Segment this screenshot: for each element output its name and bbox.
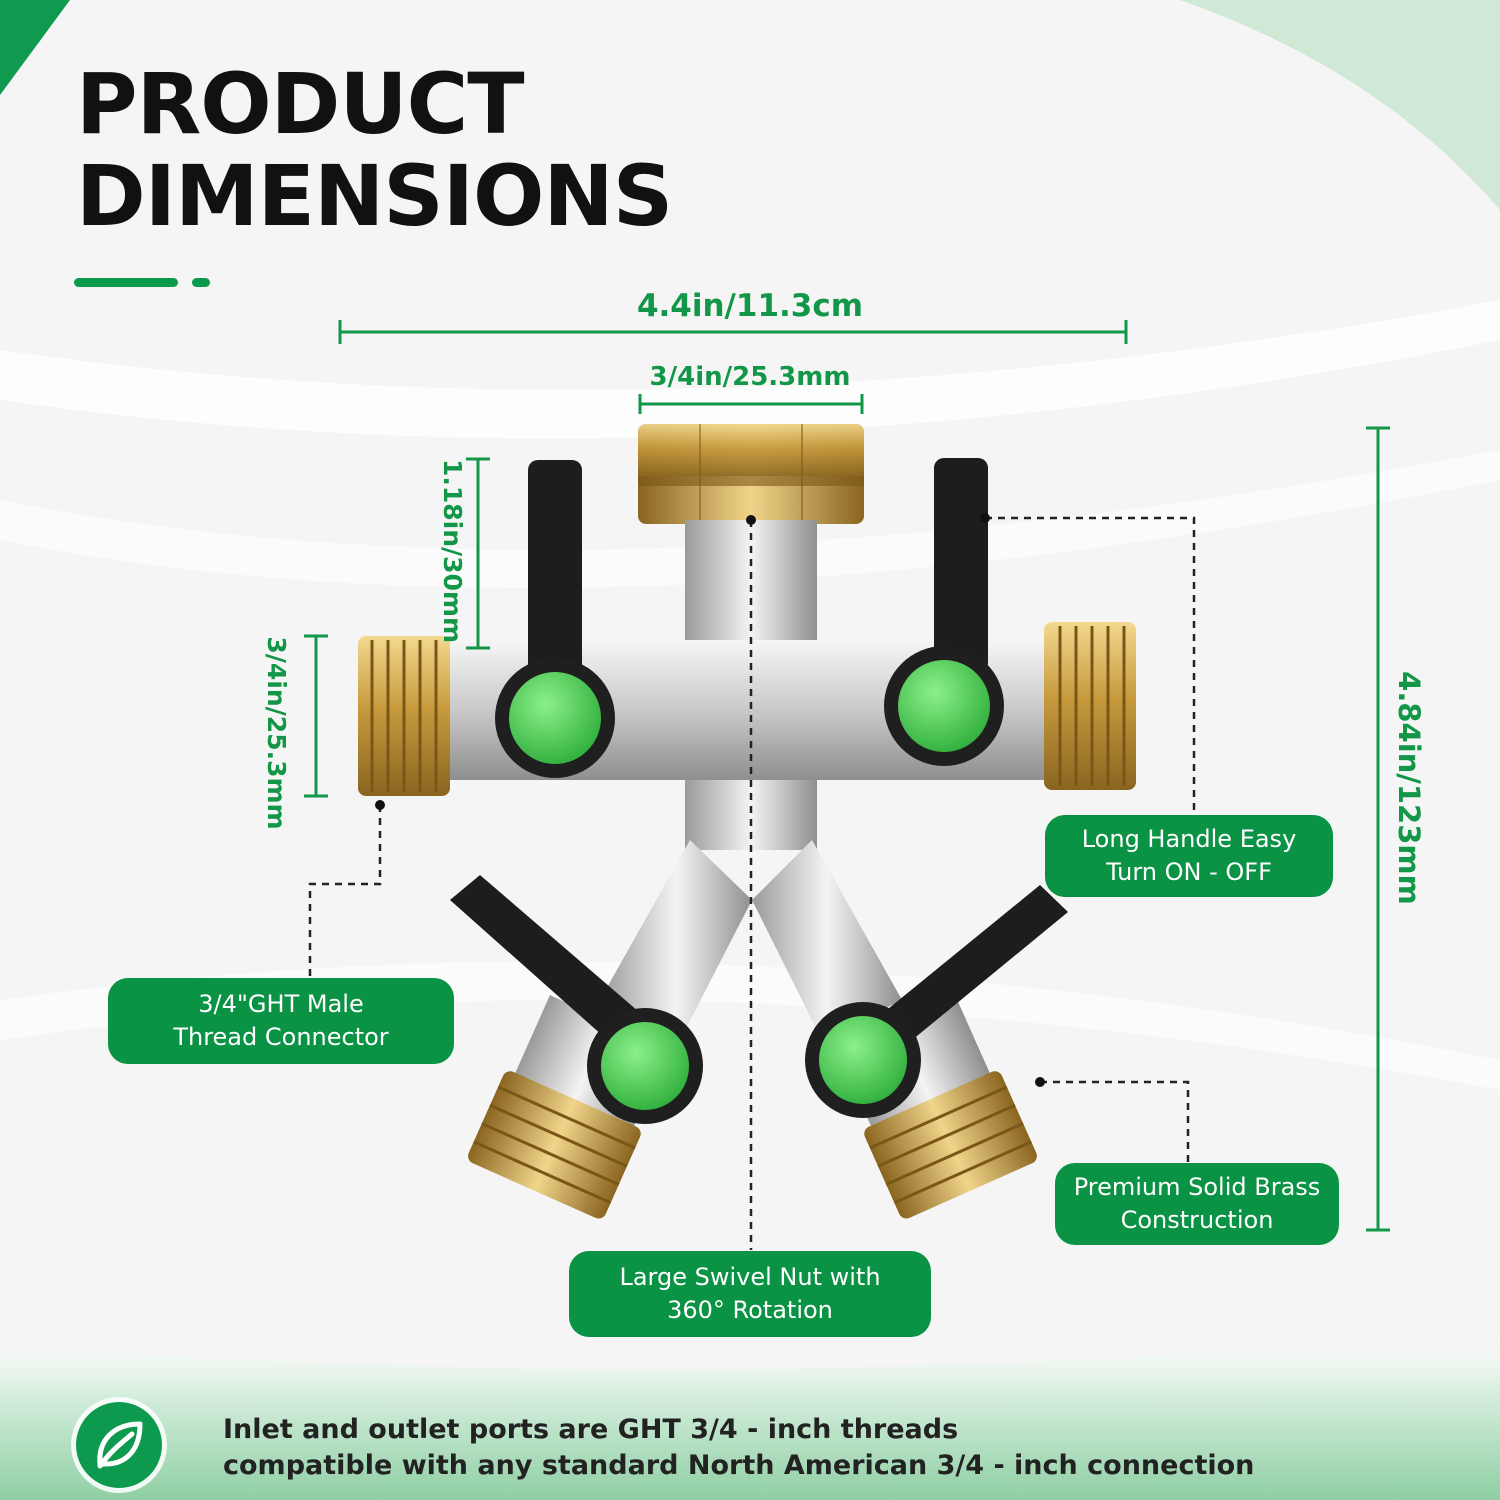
callout-solid-brass: Premium Solid Brass Construction (1055, 1163, 1339, 1245)
callout-long-handle: Long Handle Easy Turn ON - OFF (1045, 815, 1333, 897)
compatibility-note-line1: Inlet and outlet ports are GHT 3/4 - inc… (223, 1414, 959, 1445)
handle-length-label: 1.18in/30mm (438, 458, 467, 644)
callout-solid-brass-line2: Construction (1120, 1206, 1274, 1234)
inlet-width-label: 3/4in/25.3mm (649, 362, 851, 392)
compatibility-note-line2: compatible with any standard North Ameri… (223, 1450, 1255, 1481)
outlet-diameter-label: 3/4in/25.3mm (262, 636, 291, 830)
title-line-1: PRODUCT (76, 55, 525, 153)
title-line-2: DIMENSIONS (76, 147, 673, 245)
overall-height-label: 4.84in/123mm (1392, 671, 1426, 905)
callout-male-thread-line2: Thread Connector (173, 1023, 389, 1051)
callout-swivel-nut-line2: 360° Rotation (667, 1296, 833, 1324)
callout-long-handle-line1: Long Handle Easy (1081, 825, 1297, 853)
callout-solid-brass-line1: Premium Solid Brass (1073, 1173, 1321, 1201)
leaf-icon (76, 1402, 162, 1488)
overall-width-label: 4.4in/11.3cm (636, 288, 864, 324)
callout-swivel-nut-line1: Large Swivel Nut with (619, 1263, 881, 1291)
callout-male-thread-line1: 3/4"GHT Male (198, 990, 364, 1018)
title-accent-bar-long (74, 278, 178, 287)
callout-swivel-nut: Large Swivel Nut with 360° Rotation (569, 1251, 931, 1337)
title-accent-bar-short (192, 278, 210, 287)
compatibility-note: Inlet and outlet ports are GHT 3/4 - inc… (223, 1412, 1423, 1484)
page-title: PRODUCT DIMENSIONS (76, 55, 673, 245)
callout-long-handle-line2: Turn ON - OFF (1106, 858, 1272, 886)
callout-male-thread: 3/4"GHT Male Thread Connector (108, 978, 454, 1064)
